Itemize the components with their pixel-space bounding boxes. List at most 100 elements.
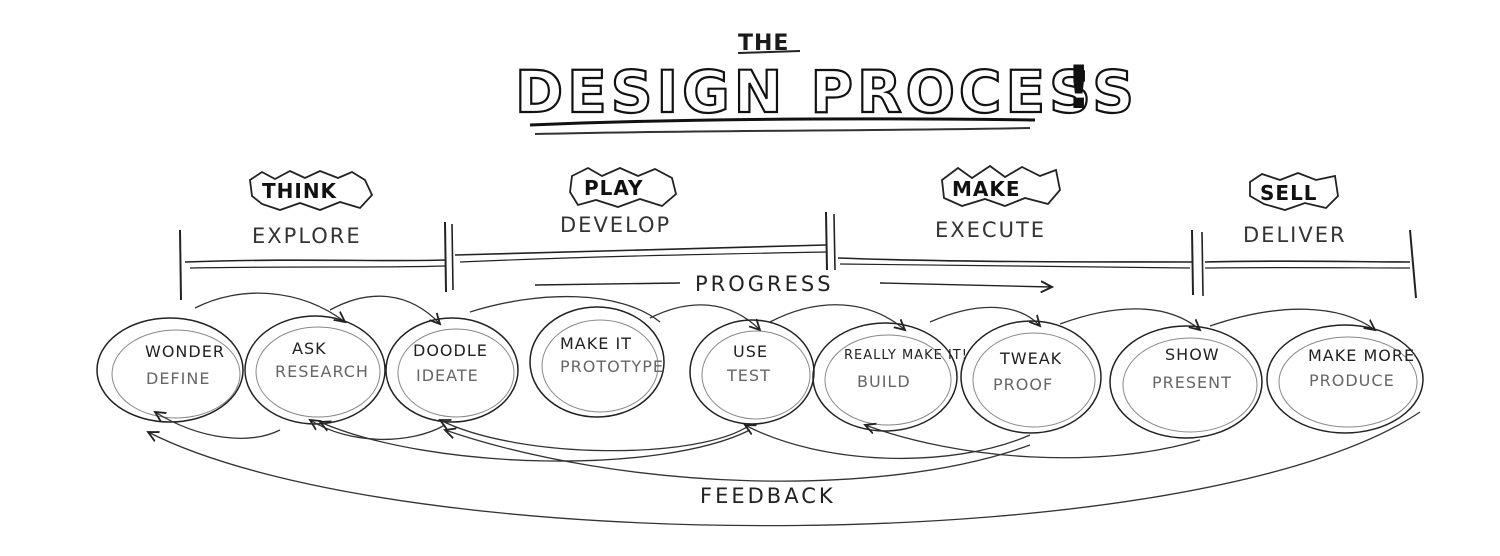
bubble-outline bbox=[1266, 324, 1424, 434]
bubble-top-text: SHOW bbox=[1165, 345, 1220, 364]
title-small-underline bbox=[737, 50, 801, 54]
phase-play: PLAY DEVELOP bbox=[560, 166, 678, 237]
title-underline-2 bbox=[534, 127, 1031, 135]
phase-make-sub: EXECUTE bbox=[935, 218, 1046, 242]
arc-fwd-7 bbox=[1059, 308, 1200, 330]
bubble-inner bbox=[111, 329, 241, 419]
arc-back-5 bbox=[745, 425, 1031, 460]
timeline-tick-2 bbox=[444, 221, 447, 293]
bubble-top-text: MAKE MORE bbox=[1308, 346, 1415, 365]
phase-think: THINK EXPLORE bbox=[249, 169, 374, 248]
timeline-tick-3 bbox=[825, 211, 828, 271]
timeline-tick-5 bbox=[1409, 229, 1417, 299]
bubble-bottom-text: IDEATE bbox=[416, 366, 479, 385]
phase-sell-badge bbox=[1249, 172, 1339, 211]
arc-back-3 bbox=[440, 420, 751, 452]
bubble-top-text: ASK bbox=[292, 339, 327, 358]
bubble-inner bbox=[541, 319, 659, 413]
arc-back-4 bbox=[320, 422, 751, 462]
phase-think-sub: EXPLORE bbox=[252, 224, 362, 248]
arc-fwd-1 bbox=[194, 292, 345, 322]
title-exclaim: ! bbox=[1065, 53, 1092, 123]
timeline-tick-2b bbox=[451, 223, 454, 291]
bubble-outline bbox=[960, 320, 1102, 434]
phase-think-badge bbox=[249, 169, 374, 211]
timeline-tick-1 bbox=[179, 229, 182, 301]
timeline-seg-1 bbox=[184, 259, 446, 263]
bubble-top-text: TWEAK bbox=[999, 349, 1062, 368]
bubble-inner bbox=[972, 332, 1096, 428]
phase-play-badge bbox=[569, 166, 678, 208]
bubble-bottom-text: BUILD bbox=[857, 372, 911, 391]
bubble-inner bbox=[701, 330, 811, 420]
phase-think-label: THINK bbox=[262, 179, 338, 203]
phase-make-badge bbox=[941, 164, 1061, 207]
bubble-top-text: USE bbox=[733, 342, 768, 361]
bubble-top-text: REALLY MAKE IT! bbox=[844, 348, 968, 363]
arc-fwd-4 bbox=[649, 304, 760, 330]
title: THE DESIGN PROCESS ! bbox=[514, 31, 1138, 135]
bubble-tweak: TWEAK PROOF bbox=[960, 320, 1102, 434]
bubble-really-make-it: REALLY MAKE IT! BUILD bbox=[812, 322, 968, 432]
phase-sell-sub: DELIVER bbox=[1243, 223, 1347, 247]
arc-back-6 bbox=[445, 430, 1031, 482]
bubble-inner bbox=[824, 334, 952, 426]
bubble-outline bbox=[385, 317, 519, 423]
arc-fwd-8 bbox=[1209, 308, 1375, 330]
forward-arcs bbox=[194, 292, 1375, 330]
bubble-bottom-text: PROOF bbox=[993, 375, 1053, 394]
bubble-bottom-text: RESEARCH bbox=[275, 362, 369, 381]
bubble-bottom-text: TEST bbox=[726, 366, 771, 385]
bubble-inner bbox=[397, 328, 515, 418]
bubble-make-more: MAKE MORE PRODUCE bbox=[1266, 324, 1424, 434]
bubble-top-text: DOODLE bbox=[413, 341, 488, 360]
bubble-inner bbox=[1122, 337, 1258, 433]
timeline-seg-3 bbox=[837, 257, 1193, 263]
bubble-show: SHOW PRESENT bbox=[1109, 325, 1263, 439]
bubble-bottom-text: PRODUCE bbox=[1309, 371, 1395, 390]
timeline-seg-2b bbox=[459, 251, 827, 263]
arc-fwd-2 bbox=[329, 295, 440, 324]
bubble-bottom-text: PROTOTYPE bbox=[560, 357, 664, 376]
timeline-seg-2 bbox=[454, 244, 827, 256]
bubble-outline bbox=[96, 317, 244, 423]
timeline-tick-4 bbox=[1191, 229, 1194, 296]
phase-play-sub: DEVELOP bbox=[560, 213, 671, 237]
bubbles: WONDER DEFINE ASK RESEARCH DOODLE IDEATE… bbox=[96, 306, 1424, 439]
timeline-tick-4b bbox=[1201, 231, 1204, 297]
phase-sell-label: SELL bbox=[1260, 181, 1318, 205]
phase-play-label: PLAY bbox=[584, 176, 643, 200]
title-main: DESIGN PROCESS bbox=[515, 58, 1138, 126]
title-underline-1 bbox=[529, 117, 1036, 127]
progress-line-left bbox=[534, 282, 681, 286]
bubble-inner bbox=[1278, 336, 1418, 428]
arc-back-7 bbox=[865, 425, 1201, 459]
phase-make: MAKE EXECUTE bbox=[935, 164, 1061, 242]
phase-make-label: MAKE bbox=[952, 177, 1021, 201]
bubble-wonder: WONDER DEFINE bbox=[96, 317, 244, 423]
bubble-make-it: MAKE IT PROTOTYPE bbox=[529, 306, 665, 418]
bubble-outline bbox=[529, 306, 665, 418]
timeline-seg-1b bbox=[189, 265, 446, 269]
phase-sell: SELL DELIVER bbox=[1243, 172, 1347, 247]
bubble-bottom-text: PRESENT bbox=[1152, 373, 1232, 392]
progress-arrow bbox=[879, 283, 1052, 287]
bubble-doodle: DOODLE IDEATE bbox=[385, 317, 519, 423]
bubble-use: USE TEST bbox=[689, 319, 815, 425]
bubble-outline bbox=[1109, 325, 1263, 439]
arc-fwd-5 bbox=[769, 304, 905, 330]
bubble-top-text: WONDER bbox=[145, 342, 225, 361]
bubble-top-text: MAKE IT bbox=[560, 334, 632, 353]
timeline-tick-3b bbox=[833, 213, 836, 271]
timeline-seg-3b bbox=[839, 263, 1191, 269]
bubble-ask: ASK RESEARCH bbox=[244, 315, 386, 425]
bubble-bottom-text: DEFINE bbox=[146, 369, 210, 388]
progress: PROGRESS bbox=[534, 272, 1052, 296]
bubble-outline bbox=[812, 322, 958, 432]
backward-arcs bbox=[148, 412, 1421, 527]
arc-fwd-6 bbox=[929, 306, 1040, 326]
timeline-seg-4 bbox=[1204, 260, 1411, 263]
feedback-label: FEEDBACK bbox=[700, 484, 836, 508]
